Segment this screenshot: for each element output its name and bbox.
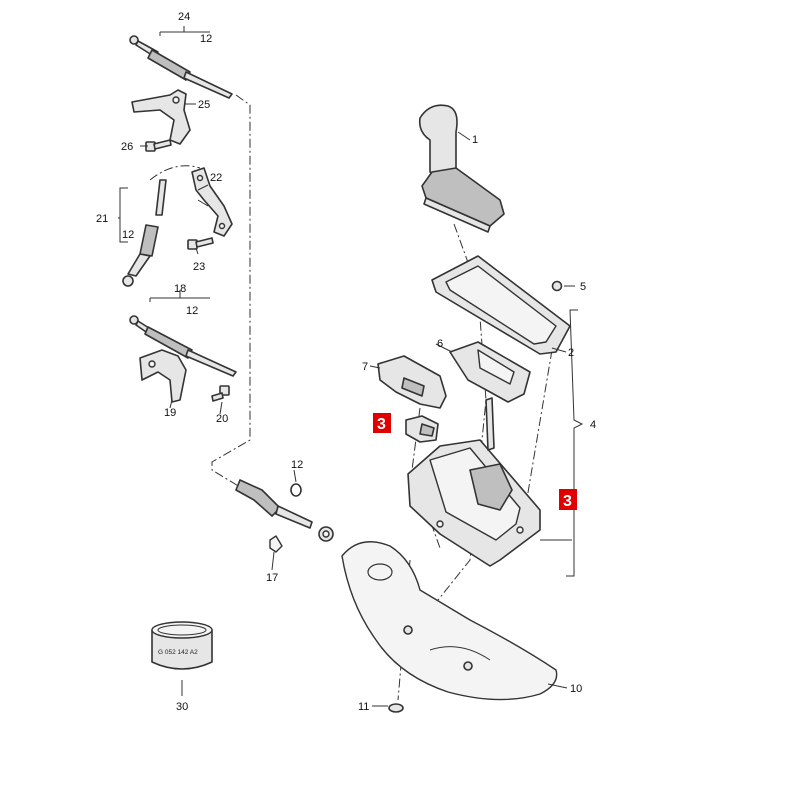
label-5: 5 (580, 281, 586, 293)
label-12-top: 12 (200, 33, 212, 45)
bracket-22 (191, 167, 233, 237)
bracket-19 (139, 349, 187, 403)
label-23: 23 (193, 261, 205, 273)
cable-18 (129, 315, 237, 377)
nut-5 (551, 280, 563, 292)
assembly-line-left (211, 94, 251, 491)
shift-cable-17 (235, 479, 334, 553)
label-7: 7 (362, 361, 368, 373)
shift-knob-1 (418, 104, 505, 233)
leaders (118, 26, 584, 707)
cable-24 (129, 35, 233, 99)
assembly-line-22 (149, 165, 201, 181)
label-18: 18 (174, 283, 186, 295)
cover-plate-6 (449, 341, 531, 403)
label-19: 19 (164, 407, 176, 419)
label-17: 17 (266, 572, 278, 584)
svg-text:3: 3 (563, 493, 572, 510)
label-24: 24 (178, 11, 190, 23)
label-12-cable: 12 (291, 459, 303, 471)
trim-frame-2 (431, 255, 571, 355)
label-20: 20 (216, 413, 228, 425)
label-1: 1 (472, 134, 478, 146)
bolt-23 (187, 237, 214, 250)
label-30: 30 (176, 701, 188, 713)
control-module-3 (405, 415, 439, 443)
label-21: 21 (96, 213, 108, 225)
base-plate-10 (341, 541, 558, 701)
container-30: G 052 142 A2 (151, 621, 213, 670)
gate-indicator-7 (377, 355, 447, 409)
grommet-11 (388, 703, 404, 713)
callout-3-upper: 3 (373, 413, 391, 433)
label-22: 22 (210, 172, 222, 184)
label-4: 4 (590, 419, 596, 431)
cable-21 (122, 179, 167, 287)
label-2: 2 (568, 347, 574, 359)
bolt-26 (145, 139, 172, 152)
bolt-20 (211, 385, 230, 402)
svg-text:3: 3 (377, 416, 386, 433)
bracket-25 (131, 89, 191, 145)
label-12-lower: 12 (186, 305, 198, 317)
label-26: 26 (121, 141, 133, 153)
label-25: 25 (198, 99, 210, 111)
label-11: 11 (358, 701, 369, 713)
label-10: 10 (570, 683, 582, 695)
label-6: 6 (437, 338, 443, 350)
container-label: G 052 142 A2 (158, 649, 198, 656)
label-12-mid: 12 (122, 229, 134, 241)
shifter-mechanism (407, 397, 541, 567)
o-ring-12 (290, 483, 302, 497)
callout-3-right: 3 (559, 489, 577, 510)
